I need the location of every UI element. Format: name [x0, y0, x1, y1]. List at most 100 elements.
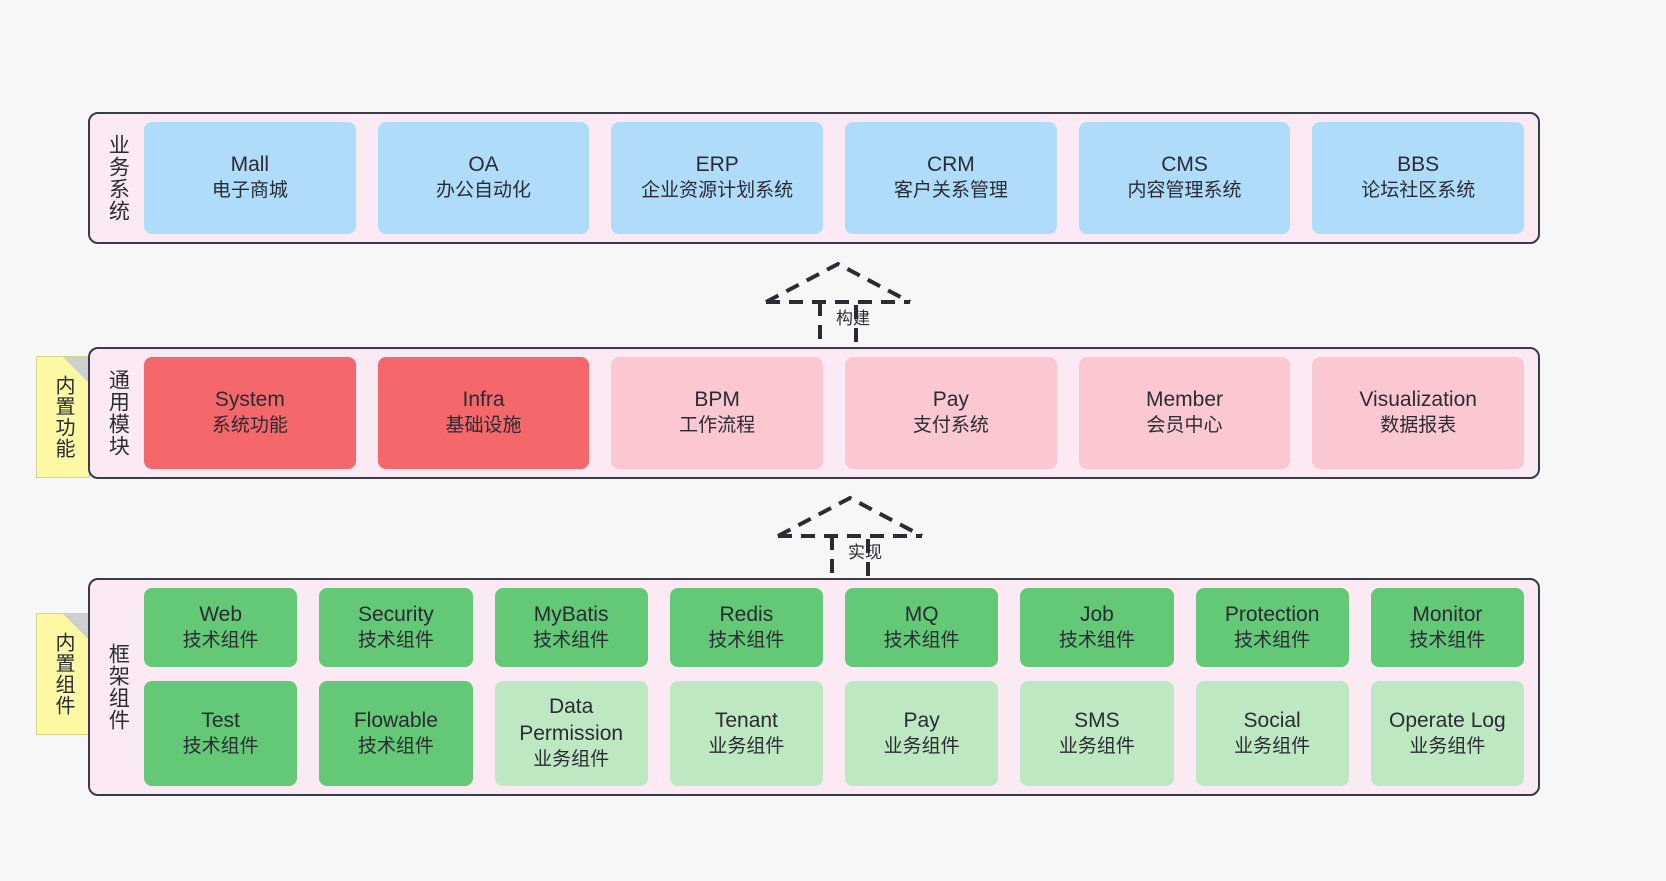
card-pay-business[interactable]: Pay 业务组件: [845, 680, 999, 786]
card-title: ERP: [695, 153, 739, 177]
card-title: Data Permission: [519, 695, 624, 746]
card-subtitle: 系统功能: [211, 415, 288, 437]
sticky-note-label: 内置组件: [52, 632, 74, 716]
card-title: Social: [1243, 708, 1301, 732]
card-subtitle: 技术组件: [357, 629, 434, 651]
card-monitor[interactable]: Monitor 技术组件: [1370, 588, 1524, 667]
card-subtitle: 业务组件: [708, 735, 785, 757]
card-subtitle: 业务组件: [883, 735, 960, 757]
card-title: BBS: [1397, 153, 1440, 177]
card-erp[interactable]: ERP 企业资源计划系统: [611, 122, 824, 234]
card-system[interactable]: System 系统功能: [144, 357, 356, 469]
card-subtitle: 业务组件: [1058, 735, 1135, 757]
card-mq[interactable]: MQ 技术组件: [845, 588, 999, 667]
card-row-business: Test 技术组件 Flowable 技术组件 Data Permission …: [144, 680, 1524, 786]
layer-business-system: 业务系统 Mall 电子商城 OA 办公自动化 ERP 企业资源计划系统 CRM…: [88, 112, 1540, 244]
card-title: Visualization: [1359, 388, 1477, 412]
card-title: BPM: [694, 388, 740, 412]
card-visualization[interactable]: Visualization 数据报表: [1312, 357, 1525, 469]
card-subtitle: 技术组件: [533, 629, 610, 651]
card-title: Mall: [230, 153, 270, 177]
card-pay[interactable]: Pay 支付系统: [845, 357, 1057, 469]
card-subtitle: 电子商城: [211, 180, 288, 202]
card-title: SMS: [1074, 708, 1120, 732]
card-bpm[interactable]: BPM 工作流程: [611, 357, 824, 469]
card-security[interactable]: Security 技术组件: [319, 588, 473, 667]
card-data-permission[interactable]: Data Permission 业务组件: [494, 680, 648, 786]
card-mall[interactable]: Mall 电子商城: [144, 122, 356, 234]
card-bbs[interactable]: BBS 论坛社区系统: [1312, 122, 1525, 234]
sticky-note-label: 内置功能: [52, 375, 74, 459]
card-title: Operate Log: [1388, 708, 1506, 732]
card-subtitle: 业务组件: [1234, 735, 1311, 757]
card-row-technical: Web 技术组件 Security 技术组件 MyBatis 技术组件 Redi…: [144, 588, 1524, 667]
layer-body-business-system: Mall 电子商城 OA 办公自动化 ERP 企业资源计划系统 CRM 客户关系…: [140, 122, 1528, 234]
card-title: Security: [357, 602, 434, 626]
card-title: MyBatis: [533, 602, 609, 626]
connector-label-implement: 实现: [848, 543, 882, 562]
card-test[interactable]: Test 技术组件: [144, 680, 298, 786]
card-row: Mall 电子商城 OA 办公自动化 ERP 企业资源计划系统 CRM 客户关系…: [144, 122, 1525, 234]
card-title: CRM: [926, 153, 975, 177]
folded-corner-icon: [63, 614, 89, 640]
card-subtitle: 会员中心: [1146, 415, 1223, 437]
card-subtitle: 技术组件: [708, 629, 785, 651]
card-member[interactable]: Member 会员中心: [1078, 357, 1291, 469]
card-title: Protection: [1224, 602, 1320, 626]
card-protection[interactable]: Protection 技术组件: [1195, 588, 1349, 667]
card-crm[interactable]: CRM 客户关系管理: [845, 122, 1057, 234]
card-subtitle: 业务组件: [1409, 735, 1486, 757]
card-title: System: [214, 388, 285, 412]
card-web[interactable]: Web 技术组件: [144, 588, 298, 667]
card-title: Test: [201, 708, 240, 732]
card-sms[interactable]: SMS 业务组件: [1020, 680, 1174, 786]
card-title: Pay: [903, 708, 940, 732]
card-subtitle: 企业资源计划系统: [641, 180, 794, 202]
card-title: OA: [468, 153, 499, 177]
card-cms[interactable]: CMS 内容管理系统: [1078, 122, 1291, 234]
card-subtitle: 业务组件: [533, 749, 610, 770]
card-subtitle: 工作流程: [679, 415, 756, 437]
card-job[interactable]: Job 技术组件: [1020, 588, 1174, 667]
card-title: Tenant: [714, 708, 778, 732]
connector-label-build: 构建: [836, 309, 870, 328]
card-subtitle: 数据报表: [1380, 415, 1457, 437]
card-subtitle: 技术组件: [1234, 629, 1311, 651]
arrowhead-open-triangle: [765, 261, 911, 304]
card-title: Flowable: [353, 708, 438, 732]
card-redis[interactable]: Redis 技术组件: [669, 588, 823, 667]
layer-title-common-modules: 通用模块: [106, 369, 130, 457]
card-mybatis[interactable]: MyBatis 技术组件: [494, 588, 648, 667]
card-subtitle: 支付系统: [912, 415, 989, 437]
card-title: Pay: [932, 388, 969, 412]
layer-body-framework-components: Web 技术组件 Security 技术组件 MyBatis 技术组件 Redi…: [140, 588, 1528, 786]
layer-title-business-system: 业务系统: [106, 134, 130, 222]
card-title: Infra: [462, 388, 505, 412]
card-subtitle: 客户关系管理: [893, 180, 1008, 202]
layer-title-framework-components: 框架组件: [106, 643, 130, 731]
connector-build: 构建: [758, 258, 918, 354]
card-tenant[interactable]: Tenant 业务组件: [669, 680, 823, 786]
card-title: MQ: [904, 602, 939, 626]
layer-framework-components: 框架组件 Web 技术组件 Security 技术组件 MyBatis 技术组件…: [88, 578, 1540, 796]
layer-body-common-modules: System 系统功能 Infra 基础设施 BPM 工作流程 Pay 支付系统…: [140, 357, 1528, 469]
card-operate-log[interactable]: Operate Log 业务组件: [1370, 680, 1524, 786]
arrowhead-open-triangle: [777, 495, 923, 538]
card-title: Job: [1079, 602, 1114, 626]
card-title: Monitor: [1412, 602, 1483, 626]
card-subtitle: 技术组件: [182, 629, 259, 651]
sticky-note-builtin-features: 内置功能: [36, 356, 90, 478]
card-row: System 系统功能 Infra 基础设施 BPM 工作流程 Pay 支付系统…: [144, 357, 1525, 469]
card-oa[interactable]: OA 办公自动化: [377, 122, 590, 234]
card-subtitle: 内容管理系统: [1127, 180, 1242, 202]
card-infra[interactable]: Infra 基础设施: [377, 357, 590, 469]
card-subtitle: 技术组件: [182, 735, 259, 757]
card-subtitle: 技术组件: [883, 629, 960, 651]
card-subtitle: 论坛社区系统: [1361, 180, 1476, 202]
card-social[interactable]: Social 业务组件: [1195, 680, 1349, 786]
card-subtitle: 技术组件: [1058, 629, 1135, 651]
card-flowable[interactable]: Flowable 技术组件: [319, 680, 473, 786]
card-subtitle: 技术组件: [357, 735, 434, 757]
sticky-note-builtin-components: 内置组件: [36, 613, 90, 735]
